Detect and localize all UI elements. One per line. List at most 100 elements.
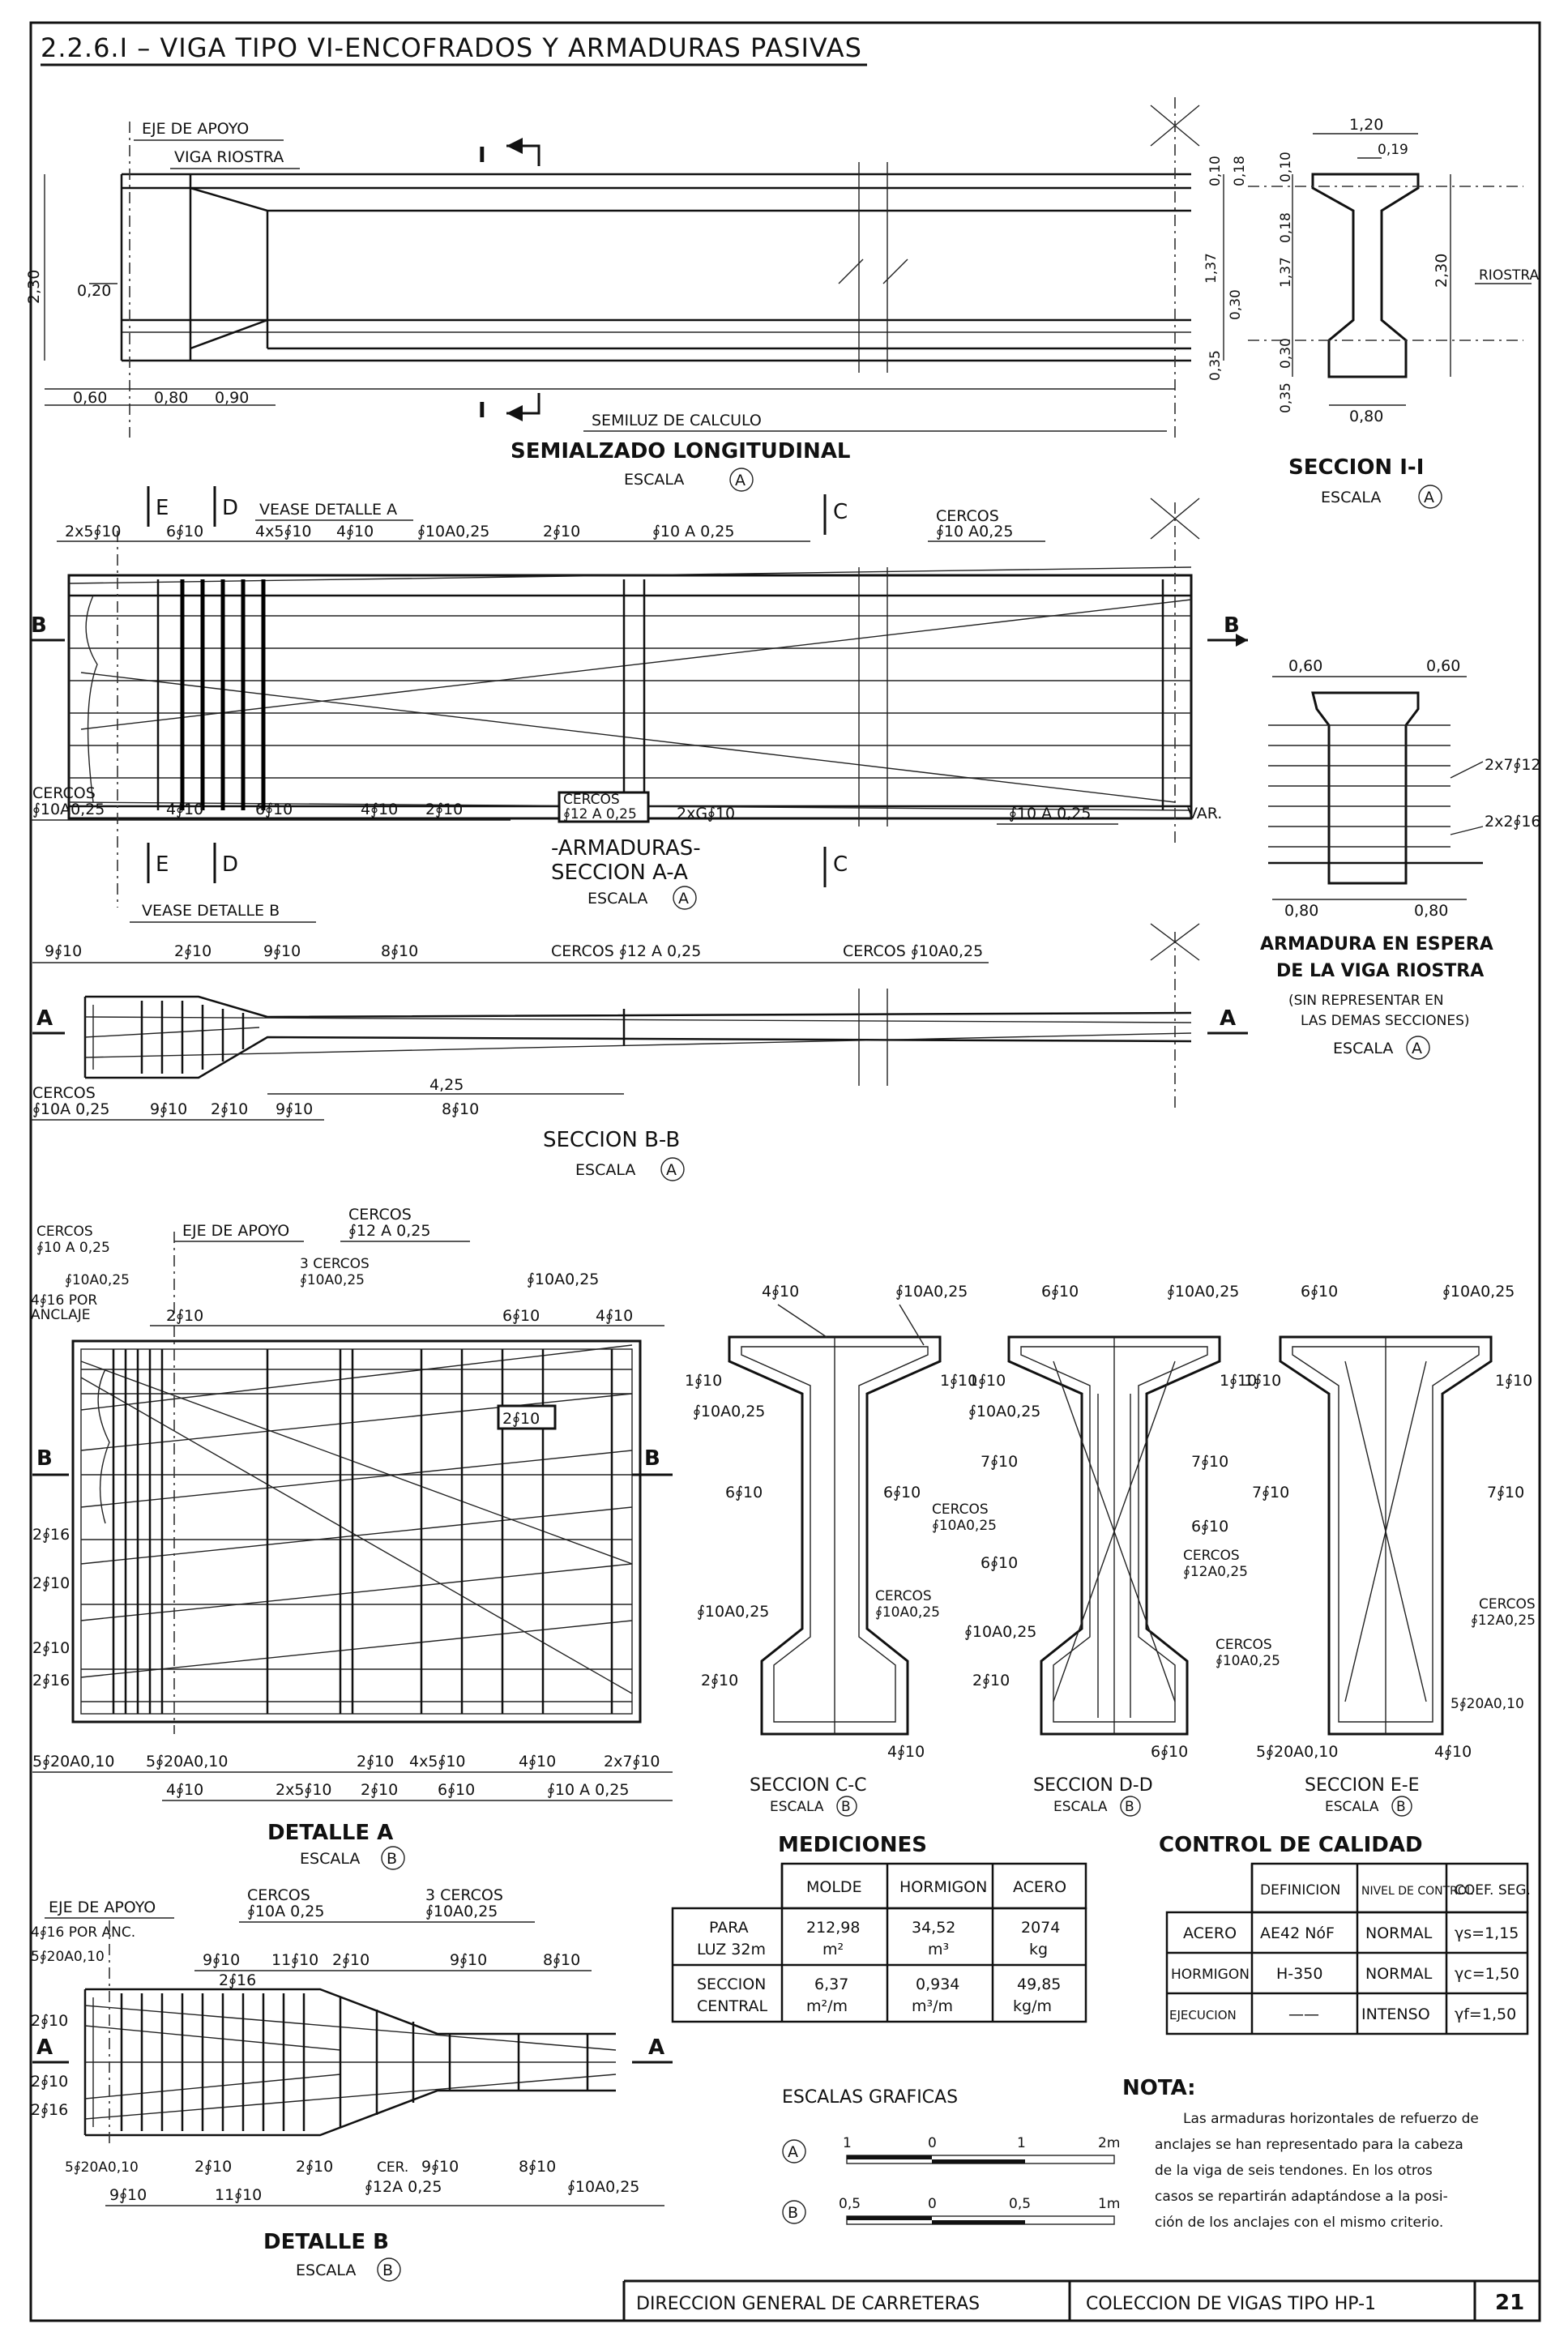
med-row1-molde-u: m² [822, 1941, 844, 1958]
label-4-10-c: 4∮10 [361, 801, 398, 818]
cc-6-10-left: 6∮10 [725, 1484, 763, 1501]
seccion-ee-scale-mark: B [1396, 1799, 1406, 1815]
det-a-6-10-b: 6∮10 [438, 1781, 475, 1799]
med-row2-molde: 6,37 [814, 1976, 848, 1993]
dd-7-10-right: 7∮10 [1191, 1453, 1228, 1471]
label-var: VAR. [1187, 805, 1222, 822]
escalas-title: ESCALAS GRAFICAS [782, 2087, 958, 2108]
det-a-3cercos-spec: ∮10A0,25 [300, 1272, 365, 1288]
dim-0-90: 0,90 [215, 389, 249, 407]
cut-a-left: A [36, 1006, 53, 1031]
escala-b-tick-2: 0,5 [1009, 2196, 1031, 2212]
riostra-scale-mark: A [1412, 1040, 1422, 1057]
det-a-5-20-b: 5∮20A0,10 [146, 1753, 228, 1770]
sheet-border [29, 21, 1541, 2322]
dim-i-0-30: 0,30 [1278, 338, 1294, 369]
dd-1-10-left: 1∮10 [968, 1372, 1006, 1390]
armaduras-scale: ESCALA [587, 890, 647, 908]
det-a-4-10-a: 4∮10 [166, 1781, 203, 1799]
label-4x5-10: 4x5∮10 [255, 523, 312, 540]
det-b-9-10-a: 9∮10 [203, 1951, 240, 1969]
bb-2-10-b: 2∮10 [211, 1100, 248, 1118]
riostra-title: ARMADURA EN ESPERA [1260, 934, 1493, 955]
dd-2-10: 2∮10 [972, 1672, 1010, 1689]
det-b-4-16-por-anc: 4∮16 POR ANC. [31, 1924, 135, 1941]
dd-6-10-bottom: 6∮10 [1151, 1743, 1188, 1761]
ee-4-10-bottom: 4∮10 [1434, 1743, 1472, 1761]
det-a-2-16-b: 2∮16 [32, 1672, 70, 1689]
dim-2-30: 2,30 [25, 270, 43, 304]
section-mark-i-bottom: I [478, 399, 486, 423]
riostra-label-2x2-16: 2x2∮16 [1485, 813, 1541, 831]
bb-8-10-a: 8∮10 [381, 942, 418, 960]
nota-title: NOTA: [1122, 2076, 1196, 2100]
dd-6-10-left: 6∮10 [981, 1554, 1018, 1572]
footer-collection: COLECCION DE VIGAS TIPO HP-1 [1086, 2294, 1376, 2314]
det-a-2-10-a: 2∮10 [32, 1574, 70, 1592]
det-b-5-20-top: 5∮20A0,10 [31, 1949, 105, 1965]
det-a-2-10-b: 2∮10 [32, 1639, 70, 1657]
det-a-box-2-10: 2∮10 [502, 1410, 540, 1428]
nota-line-4: casos se repartirán adaptándose a la pos… [1155, 2189, 1448, 2205]
footer-org: DIRECCION GENERAL DE CARRETERAS [636, 2294, 980, 2314]
bb-vease-detalle-b: VEASE DETALLE B [142, 902, 280, 920]
ee-7-10-right: 7∮10 [1487, 1484, 1524, 1501]
det-b-2-10-b: 2∮10 [194, 2158, 232, 2176]
med-row1-hormigon-u: m³ [928, 1941, 949, 1958]
ee-1-10-left: 1∮10 [1244, 1372, 1281, 1390]
cc-10a025-left: ∮10A0,25 [693, 1403, 765, 1420]
cut-d-bottom: D [222, 852, 238, 877]
mediciones-table: MEDICIONES MOLDE HORMIGON ACERO PARA LUZ… [671, 1833, 1087, 2023]
riostra-dim-080-right: 0,80 [1414, 902, 1448, 920]
med-row1-label1: PARA [709, 1919, 749, 1937]
nota-line-1: Las armaduras horizontales de refuerzo d… [1183, 2111, 1479, 2127]
armaduras-scale-mark: A [678, 890, 689, 908]
det-a-4x5-10: 4x5∮10 [409, 1753, 466, 1770]
dd-10a025-mid: ∮10A0,25 [964, 1623, 1036, 1641]
med-row1-acero-u: kg [1029, 1941, 1048, 1958]
label-cercos-bottom-spec: ∮10A0,25 [32, 801, 105, 818]
det-a-eje-apoyo: EJE DE APOYO [182, 1222, 289, 1240]
det-b-eje-apoyo: EJE DE APOYO [49, 1899, 156, 1916]
dim-i-0-18: 0,18 [1278, 212, 1294, 243]
dim-i-0-80: 0,80 [1349, 408, 1383, 425]
ctl-row1-coef: γs=1,15 [1455, 1924, 1519, 1942]
riostra-dim-060-right: 0,60 [1426, 657, 1460, 675]
ctl-header-nivel: NIVEL DE CONTROL [1361, 1885, 1473, 1898]
label-4-10-a: 4∮10 [336, 523, 374, 540]
bb-2-10-a: 2∮10 [174, 942, 211, 960]
seccion-i-view: 1,20 0,19 0,10 0,18 1,37 2,30 0,30 0,35 … [1248, 116, 1540, 509]
seccion-i-scale: ESCALA [1321, 489, 1381, 506]
med-row2-label1: SECCION [697, 1976, 766, 1993]
det-b-3cercos-spec: ∮10A0,25 [425, 1903, 498, 1920]
det-b-9-10-d: 9∮10 [109, 2186, 147, 2204]
dd-cercos-b: CERCOS [1183, 1548, 1240, 1564]
seccion-ee-scale: ESCALA [1325, 1799, 1379, 1815]
label-semiluz: SEMILUZ DE CALCULO [592, 412, 762, 429]
med-row2-acero-u: kg/m [1013, 1997, 1052, 2015]
riostra-scale: ESCALA [1333, 1040, 1393, 1057]
det-b-cer: CER. [377, 2159, 408, 2176]
detalle-b-scale: ESCALA [296, 2262, 356, 2279]
label-cercos-bottom: CERCOS [32, 784, 96, 802]
med-row2-label2: CENTRAL [697, 1997, 768, 2015]
ctl-row3-coef: γf=1,50 [1455, 2005, 1516, 2023]
det-b-12a025: ∮12A 0,25 [365, 2178, 442, 2196]
dim-i-2-30: 2,30 [1433, 254, 1451, 288]
med-row1-hormigon: 34,52 [912, 1919, 955, 1937]
med-row2-molde-u: m²/m [806, 1997, 848, 2015]
ee-cercos-a: CERCOS [1479, 1596, 1536, 1612]
bb-dim-4-25: 4,25 [429, 1076, 464, 1094]
dim-0-80: 0,80 [154, 389, 188, 407]
det-a-2-10-c: 2∮10 [357, 1753, 394, 1770]
seccion-bb-scale: ESCALA [575, 1161, 635, 1179]
riostra-label-2x7-12: 2x7∮12 [1485, 756, 1541, 774]
med-row2-acero: 49,85 [1017, 1976, 1061, 1993]
ctl-header-coef: COEF. SEG. [1455, 1882, 1531, 1899]
label-cercos-top: CERCOS [936, 507, 999, 525]
cc-4-10-top: 4∮10 [762, 1283, 799, 1301]
ee-5-20-left: 5∮20A0,10 [1256, 1743, 1338, 1761]
label-4-10-b: 4∮10 [166, 801, 203, 818]
det-a-10a025-right: ∮10A0,25 [527, 1271, 599, 1288]
